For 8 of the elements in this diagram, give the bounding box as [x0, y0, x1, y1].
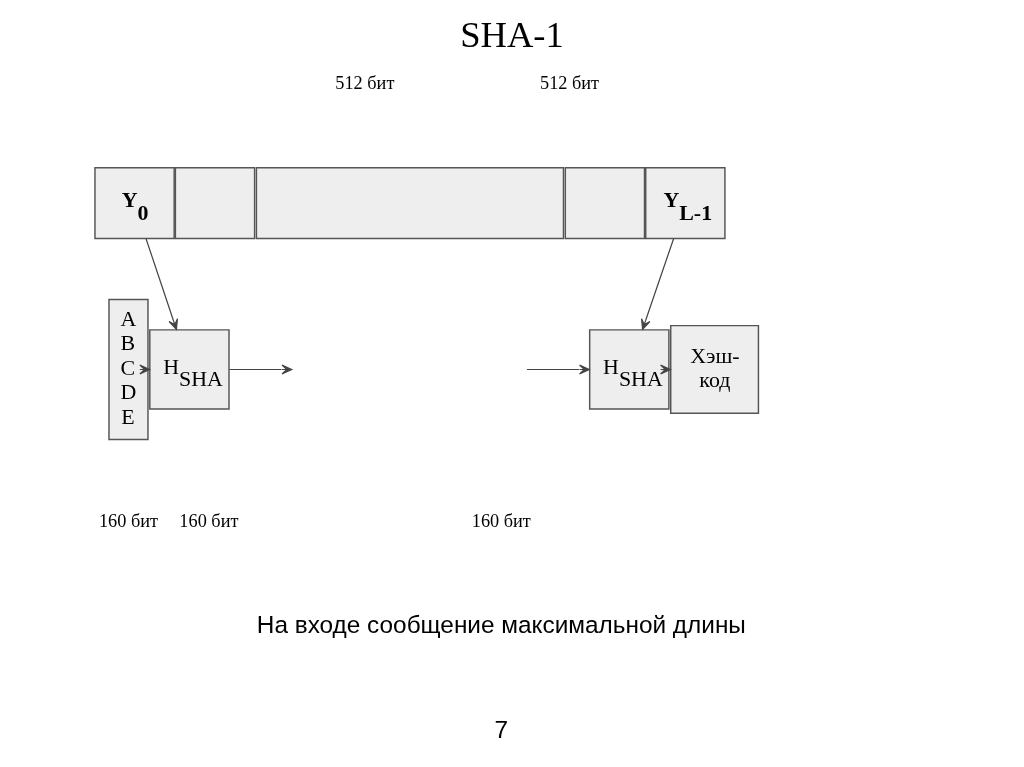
label: 512 бит — [335, 73, 395, 94]
diagram-title: SHA-1 — [460, 14, 564, 56]
label: 160 бит — [98, 510, 158, 531]
label: 160 бит — [471, 510, 531, 531]
label: На входе сообщение максимальной длины — [256, 611, 746, 639]
label: 7 — [494, 716, 509, 744]
label: 512 бит — [540, 73, 600, 94]
label: 160 бит — [179, 510, 239, 531]
